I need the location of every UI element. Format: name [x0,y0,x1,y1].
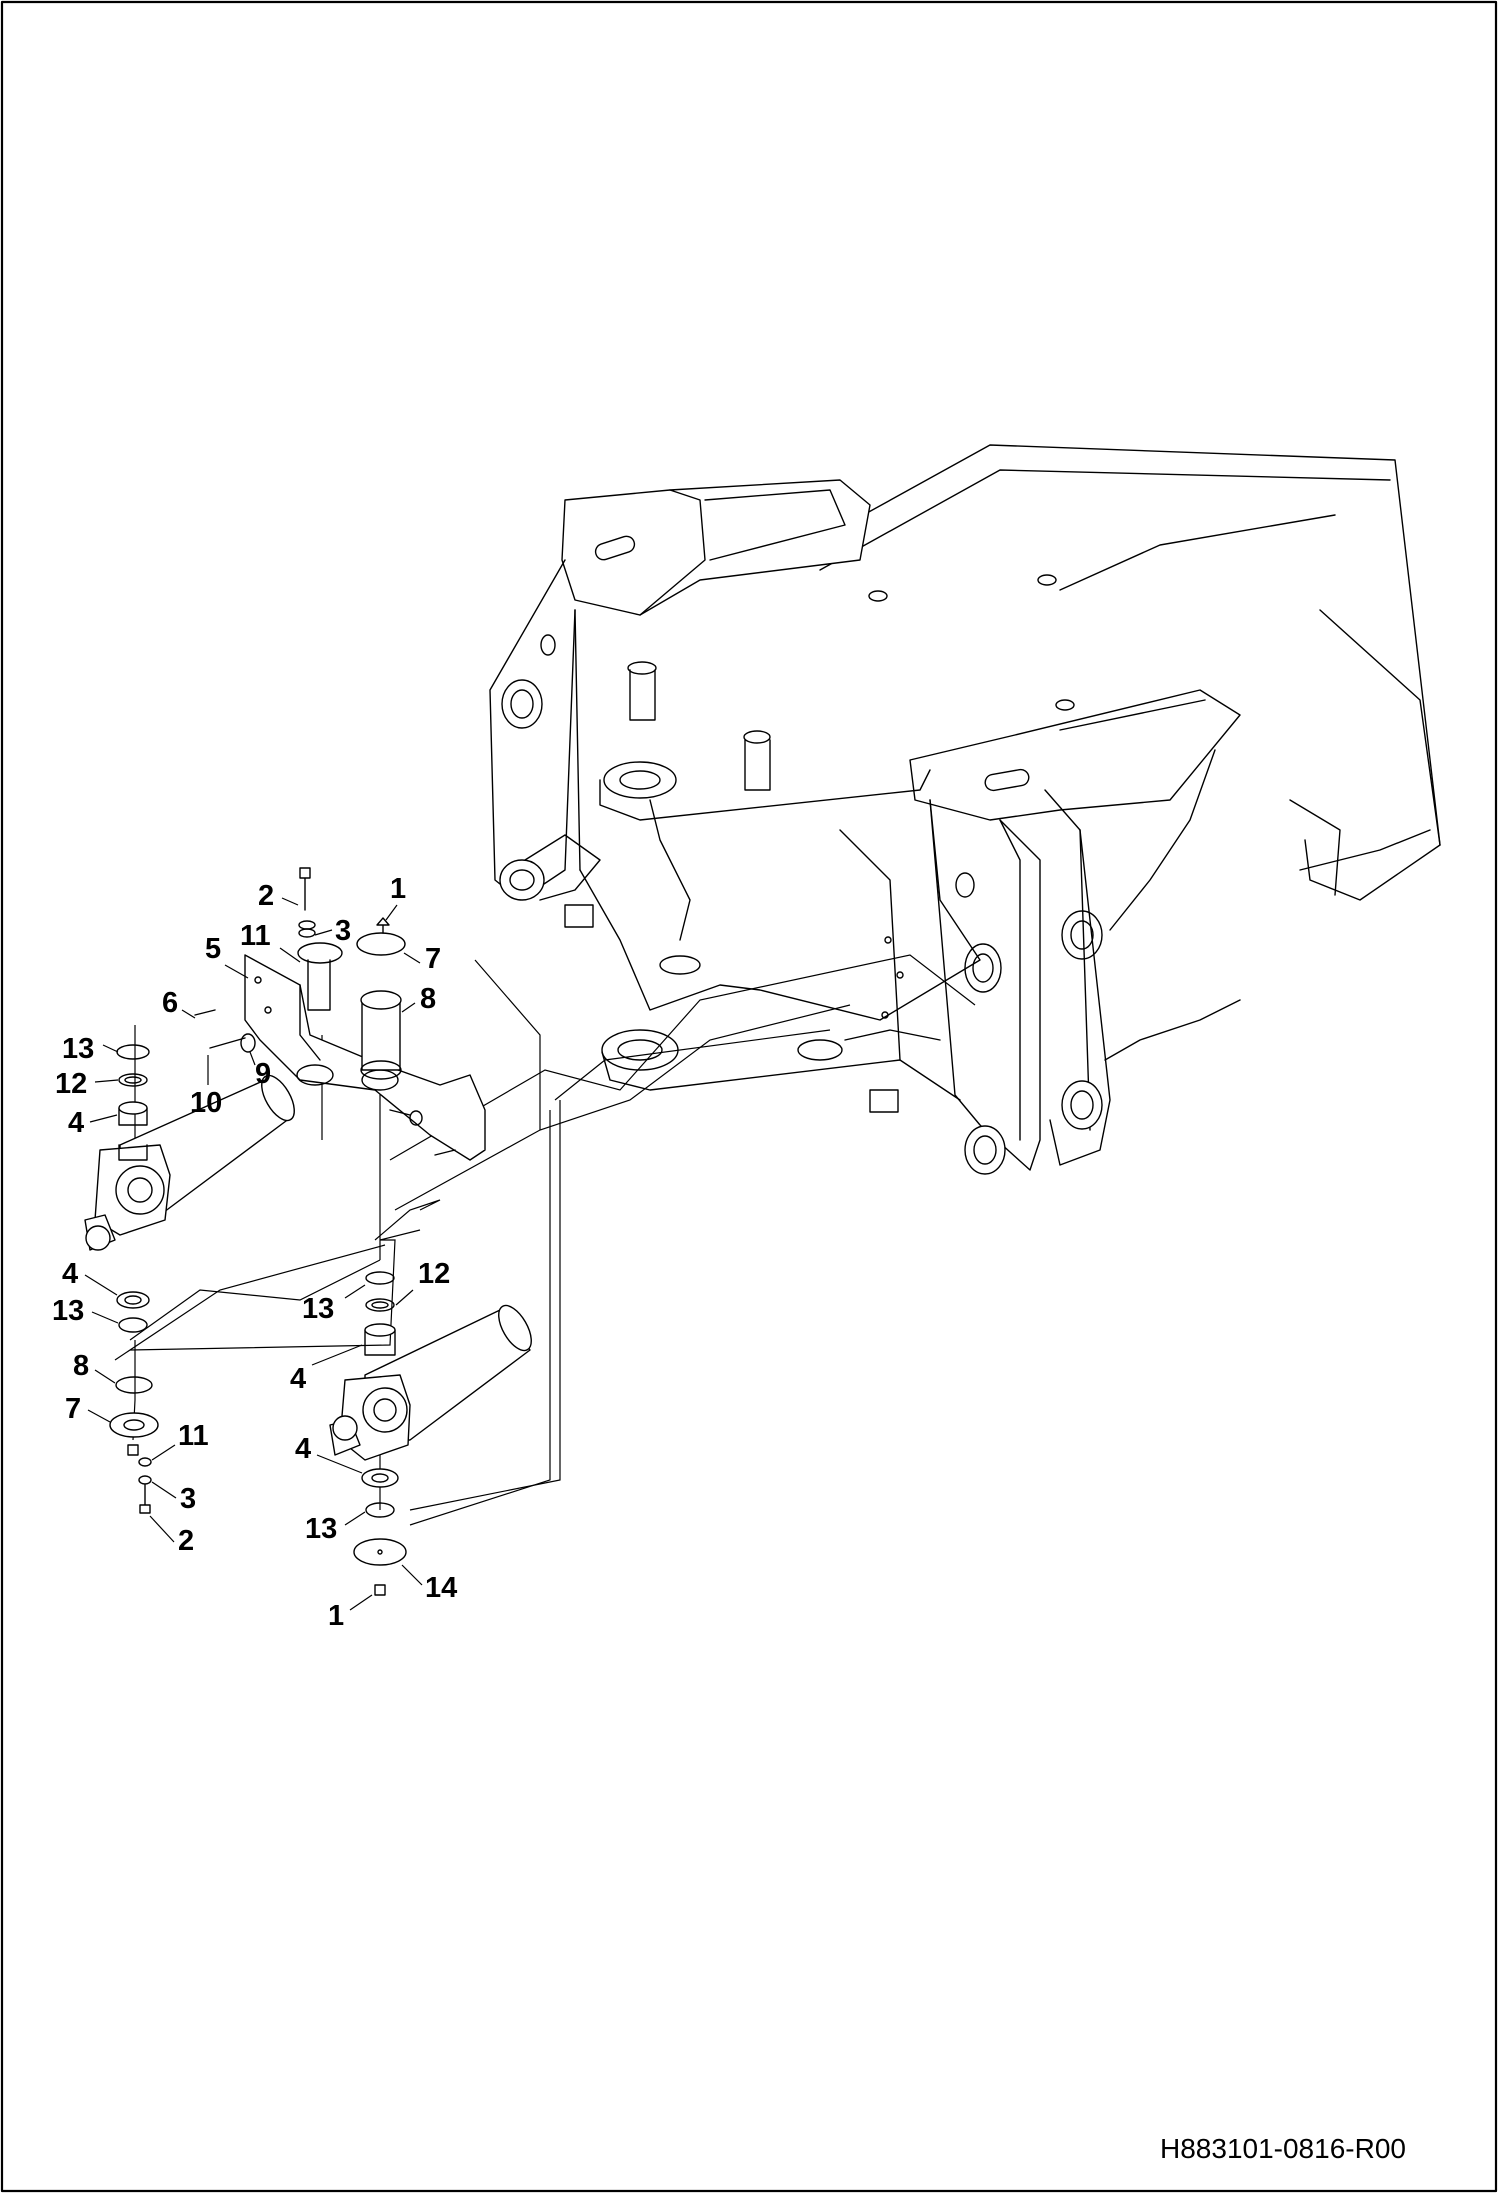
callout-13-right-upper: 13 [302,1293,334,1325]
callout-7-top: 7 [425,943,441,975]
callout-4-right-upper: 4 [290,1363,306,1395]
callout-4-upper-left: 4 [68,1107,84,1139]
callout-2-top: 2 [258,880,274,912]
callout-1-bottom: 1 [328,1600,344,1632]
callout-6: 6 [162,987,178,1019]
left-steering-cylinder [84,1044,295,1514]
callout-10: 10 [190,1087,222,1119]
callout-13-upper-left: 13 [62,1033,94,1065]
callout-13-right-lower: 13 [305,1513,337,1545]
front-frame [489,444,1441,1175]
callout-3-bottom-left: 3 [180,1483,196,1515]
callout-12-right: 12 [418,1258,450,1290]
callout-1-top: 1 [390,873,406,905]
callout-12-upper-left: 12 [55,1068,87,1100]
document-id: H883101-0816-R00 [1160,2133,1406,2164]
callout-7-bottom-left: 7 [65,1393,81,1425]
assembly-guide-lines [114,954,976,1526]
callout-14: 14 [425,1572,457,1604]
right-steering-cylinder [329,1271,532,1596]
callout-5: 5 [205,933,221,965]
callout-8-top: 8 [420,983,436,1015]
callout-2-bottom-left: 2 [178,1525,194,1557]
callout-8-bottom-left: 8 [73,1350,89,1382]
callout-11-bottom-left: 11 [178,1420,209,1452]
callout-13-lower-left: 13 [52,1295,84,1327]
callout-3-top: 3 [335,915,351,947]
cylinder-bracket-assembly [194,867,486,1161]
callout-labels: 1 2 3 11 5 7 8 6 9 10 13 12 4 [52,873,457,1632]
callout-4-right-lower: 4 [295,1433,311,1465]
callout-11-top: 11 [240,920,271,952]
callout-9: 9 [255,1058,271,1090]
callout-4-lower-left: 4 [62,1258,78,1290]
